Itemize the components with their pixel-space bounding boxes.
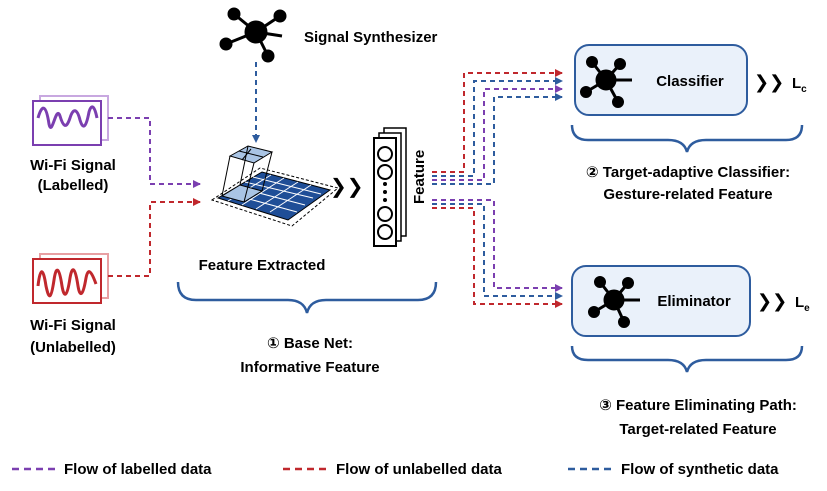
unlabelled-flow-to-eliminator <box>432 207 563 308</box>
purple-waveform-icon <box>32 95 109 146</box>
eliminator-brace <box>570 345 804 373</box>
synthetic-flow-to-classifier-2 <box>432 93 563 185</box>
classifier-brace <box>570 124 804 153</box>
labelled-flow-to-eliminator <box>432 199 563 292</box>
feature-extractor-icon <box>210 145 340 227</box>
chevron-right-icon: ❯❯ <box>330 176 364 198</box>
base-net-brace <box>176 281 438 314</box>
labelled-signal-line2: (Labelled) <box>38 177 109 194</box>
eliminator-label: Eliminator <box>657 293 731 310</box>
feature-extracted-label: Feature Extracted <box>199 257 326 274</box>
unlabelled-signal-line2: (Unlabelled) <box>30 339 116 356</box>
eliminator-caption-line1: ③ Feature Eliminating Path: <box>599 397 797 414</box>
unlabelled-flow-to-classifier <box>432 69 563 173</box>
classifier-caption-line1: ② Target-adaptive Classifier: <box>586 164 790 181</box>
base-net-caption-line1: ① Base Net: <box>267 335 353 352</box>
unlabelled-flow-to-extractor <box>108 198 201 277</box>
eliminator-network-icon <box>588 276 640 328</box>
synthetic-flow-to-eliminator <box>432 203 563 300</box>
eliminator-box <box>571 265 751 337</box>
synthesizer-label: Signal Synthesizer <box>304 29 438 46</box>
synthesizer-network-icon <box>219 7 287 63</box>
legend: Flow of labelled data Flow of unlabelled… <box>12 461 779 478</box>
labelled-flow-to-classifier <box>432 85 563 181</box>
legend-synthetic-label: Flow of synthetic data <box>621 461 779 478</box>
classifier-label: Classifier <box>656 73 724 90</box>
eliminator-chevron-icon: ❯❯ <box>757 291 787 312</box>
feature-label: Feature <box>411 150 428 204</box>
synthetic-flow-to-classifier <box>432 77 563 177</box>
eliminator-caption-line2: Target-related Feature <box>619 421 776 438</box>
feature-vector-icon <box>373 127 407 247</box>
labelled-flow-to-extractor <box>108 117 201 188</box>
classifier-caption-line2: Gesture-related Feature <box>603 186 772 203</box>
labelled-signal-line1: Wi-Fi Signal <box>30 157 116 174</box>
classifier-chevron-icon: ❯❯ <box>754 72 784 93</box>
legend-unlabelled-label: Flow of unlabelled data <box>336 461 503 478</box>
legend-labelled-label: Flow of labelled data <box>64 461 212 478</box>
base-net-caption-line2: Informative Feature <box>240 359 379 376</box>
eliminator-loss: Le <box>795 294 810 314</box>
red-waveform-icon <box>32 253 109 304</box>
unlabelled-signal-line1: Wi-Fi Signal <box>30 317 116 334</box>
classifier-loss: Lc <box>792 75 807 95</box>
classifier-network-icon <box>580 56 632 108</box>
